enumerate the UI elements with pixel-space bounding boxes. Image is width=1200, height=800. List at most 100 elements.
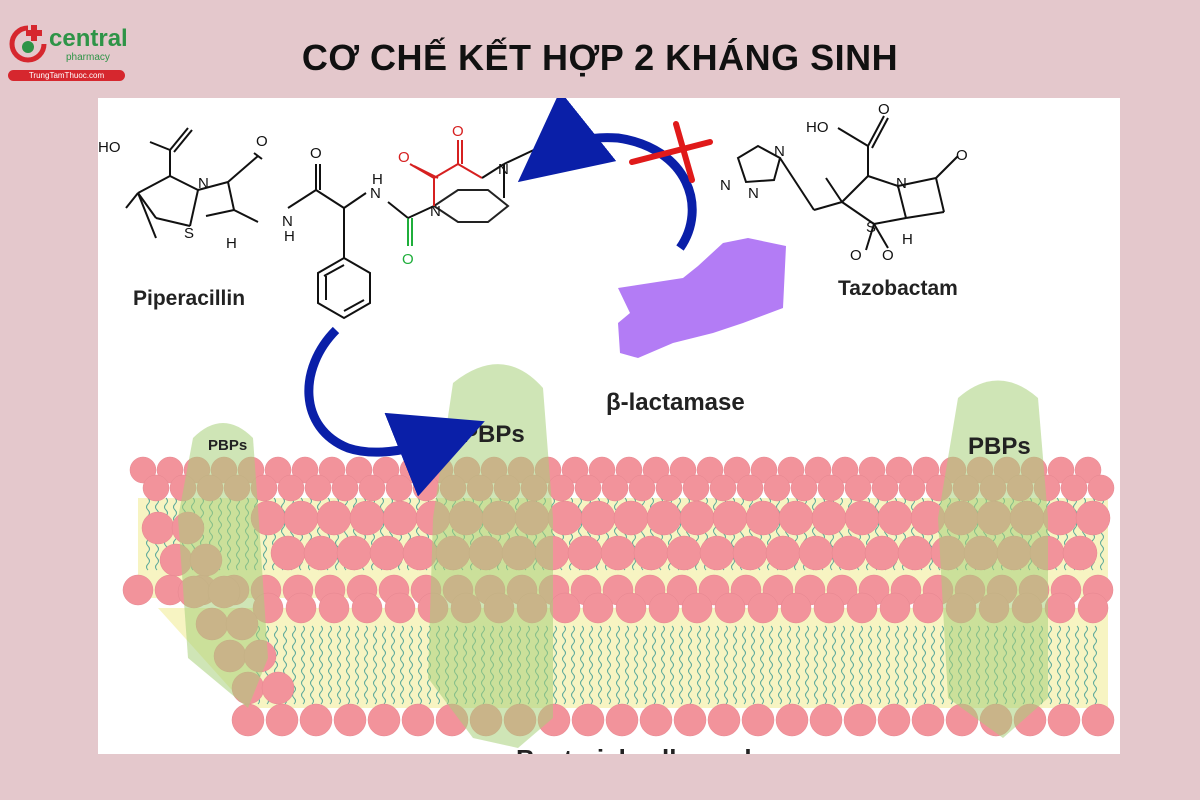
lipid-head [265, 703, 299, 737]
lipid-head [367, 703, 401, 737]
lipid-head [385, 474, 413, 502]
lipid-tail [670, 625, 674, 705]
lipid-head [601, 474, 629, 502]
lipid-head [790, 474, 818, 502]
lipid-head [666, 535, 702, 571]
lipid-head [412, 474, 440, 502]
lipid-head [778, 500, 814, 536]
lipid-head [349, 500, 385, 536]
lipid-tail [1057, 625, 1061, 705]
svg-text:O: O [402, 251, 414, 268]
pharmacy-cross-icon [9, 25, 47, 63]
lipid-tail [787, 625, 791, 705]
tazobactam-label: Tazobactam [838, 277, 958, 300]
lipid-tail [562, 625, 566, 705]
lipid-tail [859, 625, 863, 705]
lipid-head [897, 535, 933, 571]
pbp-label-right: PBPs [968, 433, 1031, 460]
svg-text:N: N [720, 177, 731, 194]
svg-text:H: H [372, 171, 383, 188]
lipid-tail [823, 625, 827, 705]
lipid-head [571, 703, 605, 737]
lipid-head [303, 535, 339, 571]
lipid-head [261, 671, 295, 705]
lipid-tail [931, 625, 935, 705]
lipid-head [351, 592, 383, 624]
lipid-tail [652, 625, 656, 705]
lipid-tail [868, 625, 872, 705]
lipid-tail [382, 625, 386, 705]
lipid-tail [292, 625, 296, 705]
brand-tagline: pharmacy [66, 52, 110, 63]
svg-text:N: N [774, 143, 785, 160]
lipid-head [813, 592, 845, 624]
lipid-tail [805, 625, 809, 705]
lipid-head [304, 474, 332, 502]
lipid-tail [1075, 625, 1079, 705]
lipid-tail [832, 625, 836, 705]
block-cross-icon [629, 121, 713, 183]
tazobactam-atoms: HO O O N S O O H N N N [720, 101, 968, 264]
lipid-tail [616, 625, 620, 705]
lipid-head [763, 474, 791, 502]
svg-text:S: S [866, 219, 876, 236]
lipid-head [911, 703, 945, 737]
lipid-tail [391, 625, 395, 705]
brand-logo[interactable] [6, 22, 128, 84]
lipid-head [613, 500, 649, 536]
lipid-tail [904, 625, 908, 705]
lipid-head [1087, 474, 1115, 502]
lipid-head [844, 474, 872, 502]
svg-text:O: O [398, 149, 410, 166]
lipid-tail [886, 625, 890, 705]
lipid-head [745, 500, 781, 536]
tazobactam-structure [736, 115, 959, 251]
lipid-head [316, 500, 352, 536]
svg-text:O: O [878, 101, 890, 118]
lipid-tail [598, 625, 602, 705]
lipid-head [798, 535, 834, 571]
lipid-head [1081, 703, 1115, 737]
lipid-tail [895, 625, 899, 705]
mechanism-diagram: PBPs PBPs PBPs [98, 98, 1115, 754]
lipid-tail [1048, 625, 1052, 705]
lipid-tail [634, 625, 638, 705]
lipid-head [1062, 535, 1098, 571]
lipid-tail [841, 625, 845, 705]
lipid-head [714, 592, 746, 624]
lipid-head [547, 474, 575, 502]
brand-name: central [49, 25, 128, 52]
svg-text:N: N [370, 185, 381, 202]
lipid-tail [724, 625, 728, 705]
lipid-head [401, 703, 435, 737]
lipid-tail [418, 625, 422, 705]
lipid-head [1044, 592, 1076, 624]
lipid-tail [346, 625, 350, 705]
brand-site[interactable]: TrungTamThuoc.com [8, 70, 125, 81]
lipid-head [648, 592, 680, 624]
lipid-head [699, 535, 735, 571]
lipid-head [369, 535, 405, 571]
svg-text:O: O [882, 247, 894, 264]
lipid-head [646, 500, 682, 536]
lipid-tail [850, 625, 854, 705]
svg-text:O: O [256, 133, 268, 150]
lipid-head [765, 535, 801, 571]
lipid-tail [364, 625, 368, 705]
lipid-tail [310, 625, 314, 705]
lipid-tail [661, 625, 665, 705]
lipid-head [567, 535, 603, 571]
lipid-tail [760, 625, 764, 705]
lipid-head [283, 500, 319, 536]
lipid-head [600, 535, 636, 571]
lipid-head [384, 592, 416, 624]
svg-text:N: N [748, 185, 759, 202]
lipid-head [912, 592, 944, 624]
lipid-head [1060, 474, 1088, 502]
lipid-head [605, 703, 639, 737]
lipid-head [615, 592, 647, 624]
lipid-head [879, 592, 911, 624]
lipid-head [809, 703, 843, 737]
lipid-tail [751, 625, 755, 705]
lipid-tail [877, 625, 881, 705]
